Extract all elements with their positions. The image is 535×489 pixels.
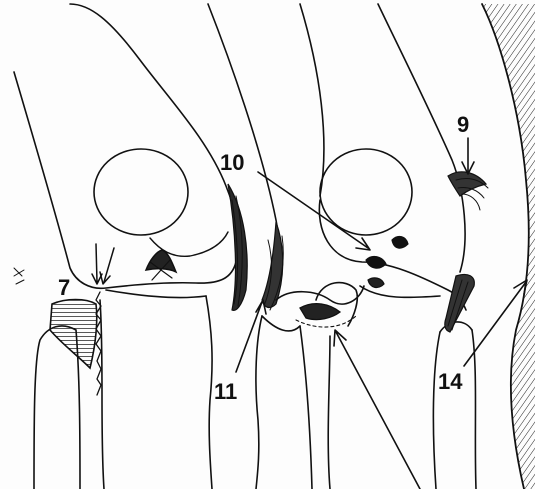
middle-ligament-bundle: [262, 222, 283, 307]
right-meniscus-black: [366, 257, 386, 269]
middle-tibia-left: [256, 316, 262, 489]
middle-femur-condyle: [276, 286, 364, 304]
fragment-arrow-right: [100, 248, 114, 284]
left-tibia-upper-edge: [106, 290, 206, 298]
right-condyle-circle: [320, 149, 412, 235]
skin-outline: [482, 4, 535, 489]
pointer-arrows: [236, 138, 527, 489]
right-tibia-left: [360, 286, 440, 297]
number-labels: 7 9 10 11 14: [58, 112, 469, 404]
left-femur-outline: [14, 4, 238, 288]
label-9: 9: [457, 112, 469, 137]
fragment-arrow-left: [92, 244, 102, 284]
left-tibia-right-edge: [206, 296, 212, 489]
avulsed-fragment: [50, 300, 97, 369]
left-knee-joint: [14, 4, 247, 489]
middle-tibia-plateau: [262, 316, 300, 331]
right-condyle-lower: [319, 200, 466, 310]
right-femur-left-edge: [300, 4, 324, 196]
right-meniscus-lower: [368, 278, 384, 288]
label-14: 14: [438, 369, 463, 394]
right-meniscus-black-2: [392, 237, 408, 249]
middle-knee-joint: [208, 4, 364, 489]
label-10: 10: [220, 150, 244, 175]
left-condyle-circle: [94, 149, 188, 235]
middle-meniscus-tear: [300, 304, 340, 320]
right-tibia-shaft-left: [433, 332, 440, 489]
arrow-long: [334, 330, 420, 489]
label-11: 11: [214, 379, 237, 404]
label-7: 7: [58, 275, 70, 300]
arrow-9: [462, 138, 474, 174]
right-femur-right-edge: [378, 4, 465, 272]
quadriceps-insertion: [448, 172, 486, 196]
arrow-11: [236, 300, 266, 372]
left-edge-hatching: [14, 268, 24, 284]
middle-tibia-far: [328, 336, 330, 489]
middle-tibia-right: [300, 326, 312, 489]
